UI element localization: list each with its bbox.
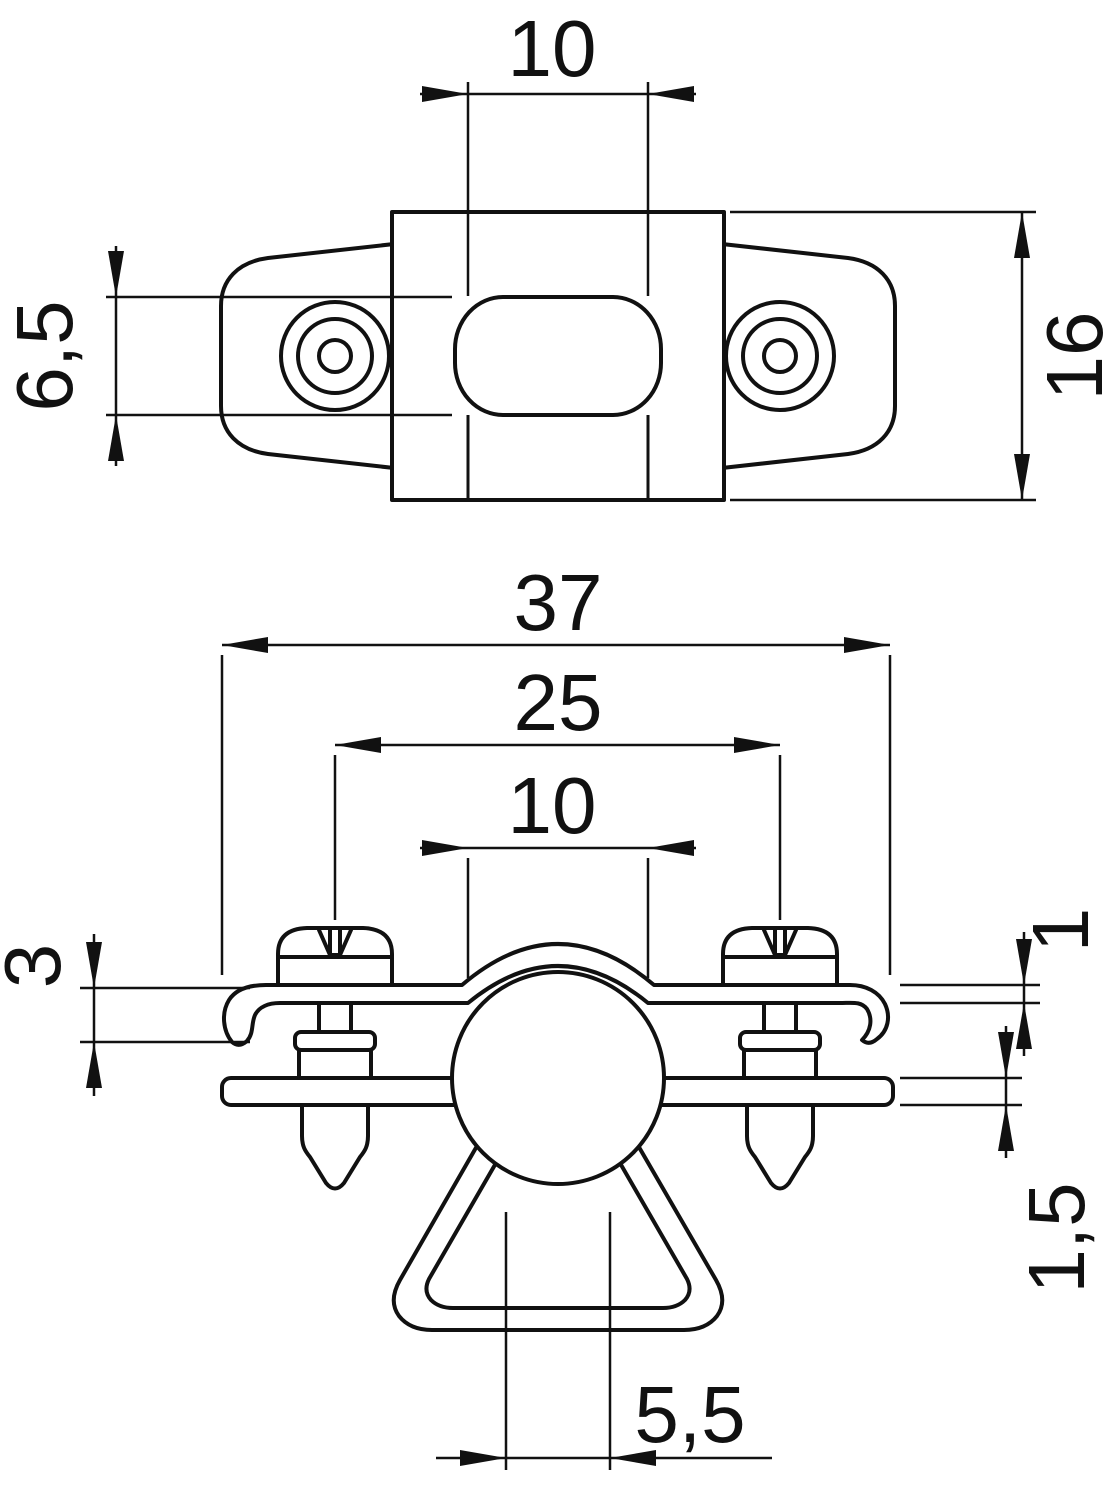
arrowhead [844, 637, 890, 653]
arrowhead [998, 1032, 1014, 1078]
arrowhead [335, 737, 381, 753]
screw-hole-left-inner [317, 338, 353, 374]
arrowhead [460, 1450, 506, 1466]
washer [738, 1030, 822, 1052]
dim-end-height: 3 [0, 934, 250, 1096]
screw-hole-right-inner [762, 338, 798, 374]
dim-strap-thickness: 1 [900, 908, 1105, 1056]
screw-left [276, 926, 394, 1191]
dim-label-slot-height: 6,5 [0, 300, 89, 411]
top-view: 10 6,5 16 [0, 4, 1116, 502]
arrowhead [108, 251, 124, 297]
screw-right [721, 926, 839, 1191]
dim-label-strap-thickness: 1 [1016, 908, 1105, 953]
dim-label-slot-width: 10 [508, 4, 597, 93]
screw-tip [300, 1103, 370, 1191]
dim-label-opening-width: 5,5 [634, 1370, 745, 1459]
screw-tip [745, 1103, 815, 1191]
arrowhead [422, 86, 468, 102]
dim-label-body-height: 16 [1030, 312, 1116, 401]
arrowhead [610, 1450, 656, 1466]
arrowhead [734, 737, 780, 753]
top-strap [222, 942, 891, 1047]
arrowhead [86, 1042, 102, 1088]
center-slot [453, 295, 663, 417]
arrowhead [422, 840, 468, 856]
dim-hole-spacing: 25 [333, 658, 782, 920]
arrowhead [86, 942, 102, 988]
dim-label-plate-thickness: 1,5 [1012, 1182, 1101, 1293]
dim-top-slot-height: 6,5 [0, 246, 452, 466]
arrowhead [648, 840, 694, 856]
washer [293, 1030, 377, 1052]
arrowhead [222, 637, 268, 653]
phillips-recess-icon [762, 928, 798, 957]
arrowhead [1016, 939, 1032, 985]
nut [297, 1048, 373, 1080]
dim-top-slot-width: 10 [420, 4, 696, 296]
pipe-circle [450, 970, 666, 1186]
arrowhead [108, 415, 124, 461]
dim-opening-width: 5,5 [436, 1212, 772, 1470]
front-view: 37 25 10 3 [0, 558, 1105, 1470]
dim-label-hole-spacing: 25 [514, 658, 603, 747]
arrowhead [1014, 212, 1030, 258]
dim-label-arch-width: 10 [508, 761, 597, 850]
phillips-recess-icon [317, 928, 353, 957]
dim-top-body-height: 16 [730, 210, 1116, 502]
dim-label-total-width: 37 [514, 558, 603, 647]
dim-label-end-height: 3 [0, 944, 77, 989]
hanger-loop-outer [391, 1083, 725, 1332]
nut [742, 1048, 818, 1080]
hanger-loop-inner [424, 1090, 692, 1310]
arrowhead [1014, 454, 1030, 500]
arrowhead [998, 1105, 1014, 1151]
arrowhead [648, 86, 694, 102]
arrowhead [1016, 1003, 1032, 1049]
dim-arch-width: 10 [420, 761, 696, 978]
dim-plate-thickness: 1,5 [900, 1026, 1101, 1294]
dim-total-width: 37 [220, 558, 892, 975]
